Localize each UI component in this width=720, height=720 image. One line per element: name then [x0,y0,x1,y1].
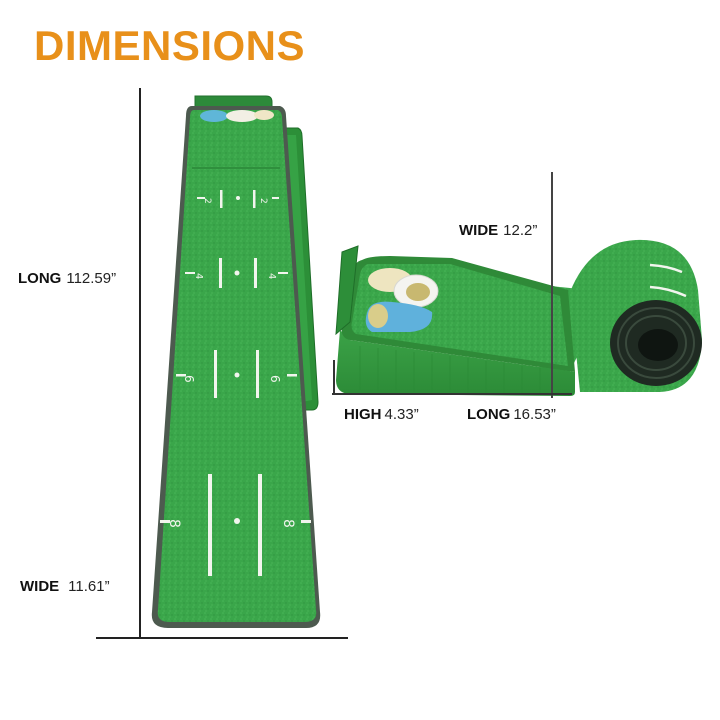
distance-marker-2: 2 2 [197,190,279,208]
putting-mat-long: 2 2 4 4 6 6 8 [151,95,321,628]
mat-long-value: 112.59” [66,270,117,287]
svg-text:4: 4 [193,273,204,279]
svg-text:4: 4 [266,273,277,279]
mat-long-key: LONG [18,270,62,287]
cup-high-key: HIGH [344,406,382,423]
cup-wide-value: 12.2” [503,222,538,239]
svg-text:2: 2 [258,198,268,204]
distance-marker-8: 8 8 [160,474,311,576]
svg-text:8: 8 [166,519,182,528]
cup-long-key: LONG [467,406,511,423]
distance-marker-4: 4 4 [185,258,288,288]
svg-text:6: 6 [182,375,196,383]
cup-wide-dimension-line [551,172,553,398]
svg-text:2: 2 [202,198,212,204]
cup-long-value: 16.53” [513,406,556,423]
svg-text:8: 8 [280,519,296,528]
distance-marker-6: 6 6 [176,350,297,398]
mat-wide-label: WIDE 11.61” [20,578,110,595]
bottom-dimension-line [96,637,348,639]
cup-wide-key: WIDE [459,222,499,239]
cup-high-value: 4.33” [384,406,419,423]
long-dimension-line [139,88,141,638]
svg-text:6: 6 [268,375,282,383]
cup-high-tick [333,360,335,394]
putting-cup-assembly [335,239,702,396]
mat-wide-key: WIDE [20,578,60,595]
cup-base-dimension-line [332,393,572,395]
page-title: DIMENSIONS [34,22,306,69]
mat-wide-value: 11.61” [68,578,110,595]
